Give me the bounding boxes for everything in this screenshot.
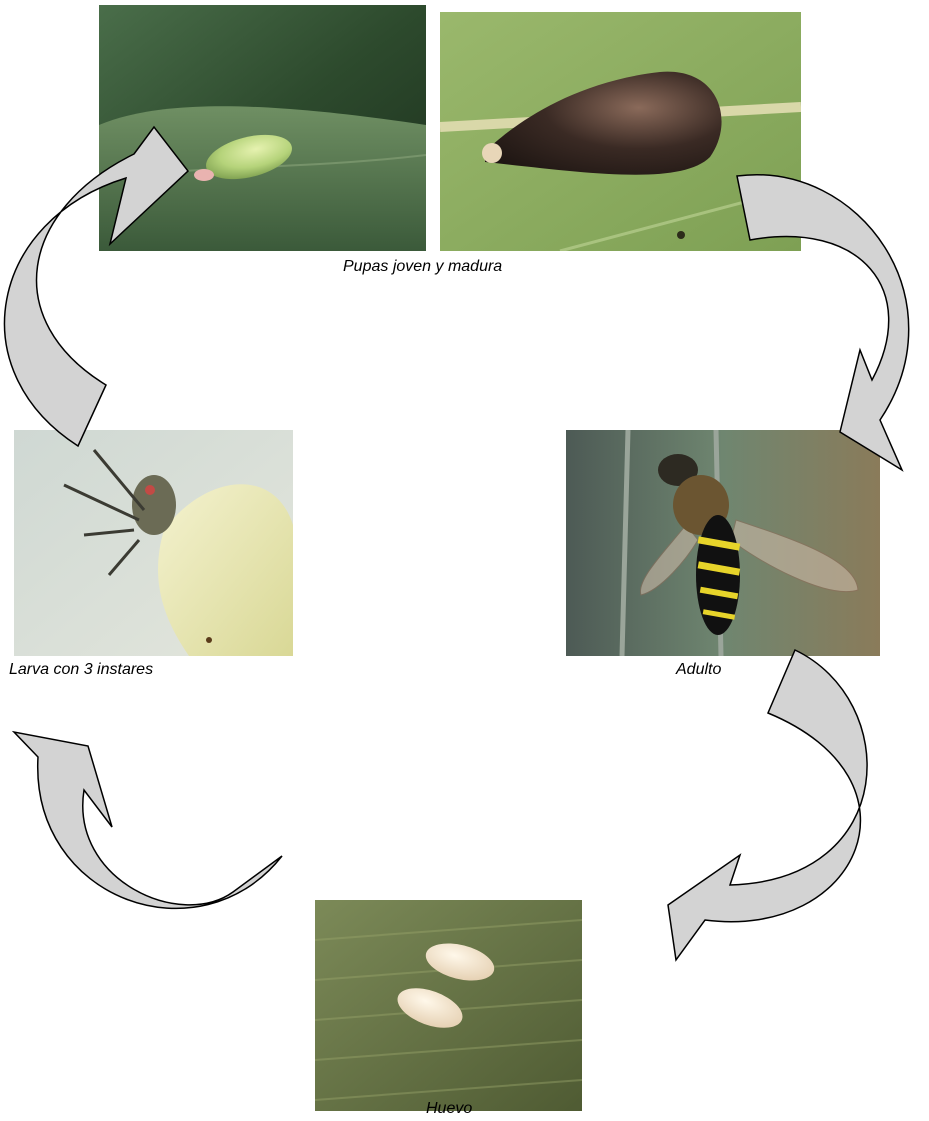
- mature-pupa-photo: [440, 12, 801, 251]
- egg-photo: [315, 900, 582, 1111]
- young-pupa-photo: [99, 5, 426, 251]
- larva-photo: [14, 430, 293, 656]
- pupae-caption: Pupas joven y madura: [343, 257, 502, 277]
- adult-photo: [566, 430, 880, 656]
- larva-caption: Larva con 3 instares: [9, 660, 153, 680]
- adult-caption: Adulto: [676, 660, 721, 680]
- arrow-egg-to-larva: [14, 732, 282, 908]
- egg-caption: Huevo: [426, 1099, 472, 1119]
- arrow-adult-to-egg: [668, 650, 867, 960]
